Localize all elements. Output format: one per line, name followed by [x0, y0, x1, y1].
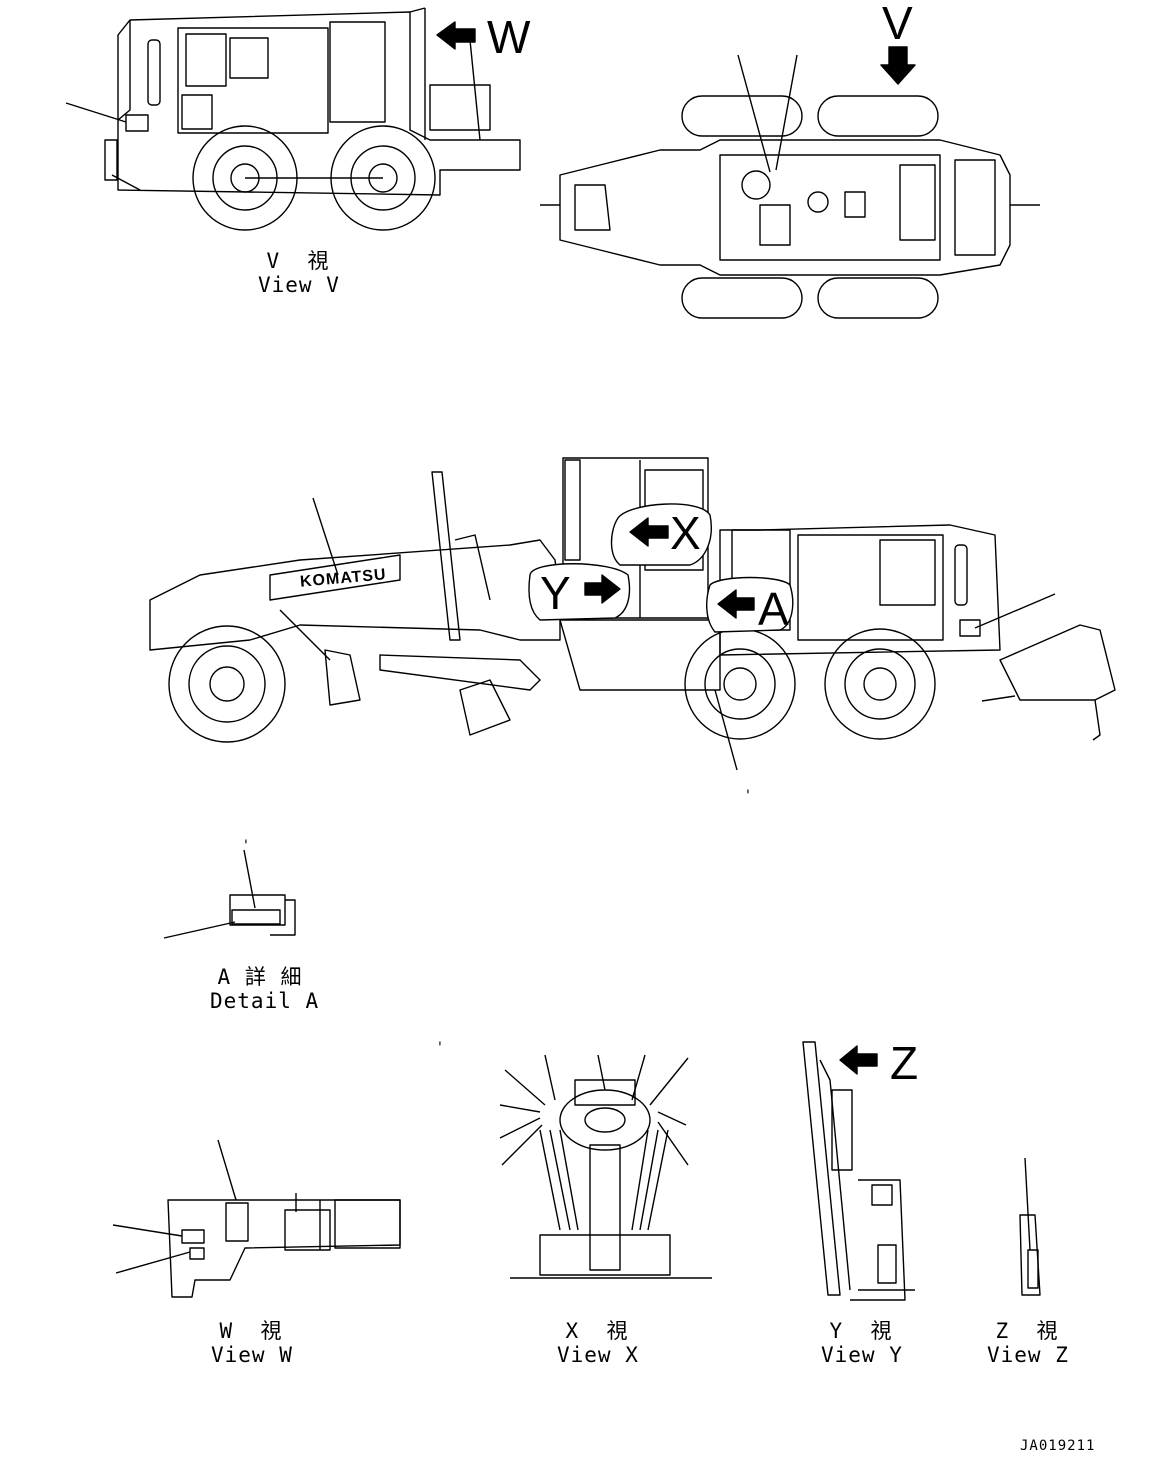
- tick-mark: ': [244, 838, 248, 854]
- view-v-caption-jp: V 視: [266, 249, 330, 273]
- view-y-caption-jp: Y 視: [829, 1319, 893, 1343]
- leader-line: [981, 695, 1016, 702]
- leader-line: [243, 849, 256, 909]
- drawing-code: JA019211: [1020, 1438, 1096, 1454]
- view-w-caption-en: View W: [211, 1343, 293, 1367]
- leader-line: [649, 1057, 689, 1106]
- view-y-caption-en: View Y: [821, 1343, 903, 1367]
- arrow-letter-v: V: [882, 0, 913, 49]
- view-v-caption-en: View V: [258, 273, 340, 297]
- view-z-caption-jp: Z 視: [995, 1319, 1059, 1343]
- view-x-drawing: [499, 1054, 712, 1279]
- leader-line: [657, 1121, 689, 1166]
- leader-line: [65, 102, 127, 123]
- detail-a-caption-jp: A 詳 細: [217, 965, 303, 989]
- leader-line: [714, 689, 738, 771]
- view-x-caption-en: View X: [557, 1343, 639, 1367]
- view-x-caption-jp: X 視: [565, 1319, 629, 1343]
- komatsu-plate: [269, 554, 401, 601]
- leader-line: [115, 1251, 191, 1274]
- detail-a-caption-en: Detail A: [210, 989, 320, 1013]
- detail-a-drawing: [163, 849, 296, 939]
- leader-line: [504, 1069, 546, 1106]
- arrow-letter-a: A: [758, 583, 789, 635]
- view-plan-drawing: [540, 54, 1040, 319]
- view-v-drawing: [65, 7, 521, 231]
- leader-line: [544, 1054, 556, 1101]
- arrow-w-icon: [436, 21, 476, 50]
- arrow-y-icon: [584, 574, 621, 604]
- leader-line: [499, 1104, 541, 1113]
- arrow-x-icon: [629, 517, 669, 547]
- arrow-letter-w: W: [487, 11, 531, 63]
- view-w-drawing: [112, 1139, 401, 1298]
- arrow-a-icon: [717, 589, 755, 619]
- leader-line: [631, 1054, 646, 1101]
- leader-line: [597, 1054, 606, 1091]
- leader-line: [775, 54, 798, 171]
- leader-line: [499, 1117, 541, 1139]
- view-z-drawing: [1019, 1157, 1041, 1296]
- arrow-letter-y: Y: [540, 567, 571, 619]
- arrow-z-icon: [839, 1045, 878, 1075]
- leader-line: [974, 593, 1056, 629]
- leader-line: [163, 921, 236, 939]
- leader-line: [501, 1124, 543, 1166]
- view-w-caption-jp: W 視: [219, 1319, 283, 1343]
- leader-line: [1024, 1157, 1031, 1251]
- leader-line: [112, 1224, 183, 1237]
- view-z-caption-en: View Z: [987, 1343, 1069, 1367]
- arrow-letter-z: Z: [890, 1037, 919, 1089]
- leader-line: [737, 54, 771, 173]
- arrow-letter-x: X: [670, 507, 701, 559]
- tick-mark: ': [746, 788, 750, 804]
- arrow-v-icon: [880, 46, 916, 85]
- leader-line: [217, 1139, 237, 1201]
- view-y-drawing: [802, 1041, 915, 1301]
- tick-mark: ': [438, 1040, 442, 1056]
- leader-line: [312, 497, 339, 576]
- leader-line: [657, 1111, 687, 1126]
- main-side-view-drawing: [149, 457, 1116, 771]
